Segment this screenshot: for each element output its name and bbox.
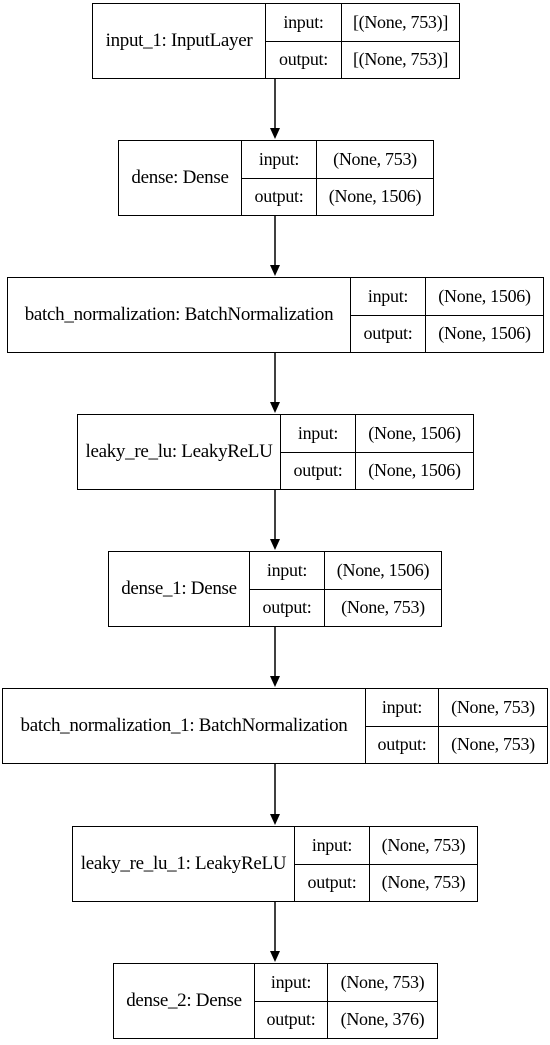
input-label: input:: [311, 834, 353, 855]
input-shape: (None, 1506): [368, 422, 461, 443]
output-shape: (None, 753): [370, 863, 477, 902]
output-shape: (None, 376): [328, 1000, 437, 1039]
output-label: output:: [351, 314, 425, 353]
output-shape: (None, 1506): [426, 314, 543, 353]
node-name: batch_normalization_1: BatchNormalizatio…: [3, 689, 366, 763]
node-batch_normalization_1: batch_normalization_1: BatchNormalizatio…: [2, 688, 548, 764]
input-label: input:: [266, 559, 308, 580]
input-label: input:: [381, 696, 423, 717]
output-label: output:: [366, 725, 438, 764]
node-dense_2: dense_2: Dense input: output: (None, 753…: [113, 963, 438, 1039]
output-label: output:: [266, 40, 341, 79]
node-name: input_1: InputLayer: [93, 4, 266, 78]
node-name: leaky_re_lu_1: LeakyReLU: [73, 827, 295, 901]
input-shape: (None, 753): [340, 971, 425, 992]
edge-arrowhead-batch_normalization-to-leaky_re_lu: [270, 402, 280, 413]
output-shape: [(None, 753)]: [342, 40, 459, 79]
input-shape: (None, 753): [333, 148, 417, 169]
edge-arrowhead-input_1-to-dense: [270, 128, 280, 139]
input-shape: (None, 1506): [336, 559, 430, 580]
input-label: input:: [297, 422, 339, 443]
node-name: batch_normalization: BatchNormalization: [8, 278, 351, 352]
edge-arrowhead-leaky_re_lu-to-dense_1: [270, 539, 280, 550]
node-dense_1: dense_1: Dense input: output: (None, 150…: [108, 551, 442, 627]
node-input_1: input_1: InputLayer input: output: [(Non…: [92, 3, 460, 79]
input-shape: [(None, 753)]: [352, 11, 449, 32]
node-name: dense: Dense: [119, 141, 242, 215]
input-label: input:: [367, 285, 409, 306]
input-shape: (None, 753): [381, 834, 466, 855]
edge-arrowhead-leaky_re_lu_1-to-dense_2: [270, 951, 280, 962]
input-label: input:: [258, 148, 300, 169]
input-shape: (None, 1506): [438, 285, 531, 306]
node-leaky_re_lu: leaky_re_lu: LeakyReLU input: output: (N…: [77, 414, 474, 490]
output-shape: (None, 753): [325, 588, 441, 627]
edge-arrowhead-batch_normalization_1-to-leaky_re_lu_1: [270, 814, 280, 825]
output-label: output:: [250, 588, 324, 627]
node-dense: dense: Dense input: output: (None, 753) …: [118, 140, 434, 216]
output-label: output:: [242, 177, 316, 216]
output-label: output:: [281, 451, 355, 490]
node-name: dense_2: Dense: [114, 964, 255, 1038]
input-shape: (None, 753): [451, 696, 535, 717]
node-name: dense_1: Dense: [109, 552, 250, 626]
edge-arrowhead-dense-to-batch_normalization: [270, 265, 280, 276]
output-shape: (None, 753): [439, 725, 547, 764]
node-name: leaky_re_lu: LeakyReLU: [78, 415, 281, 489]
output-label: output:: [255, 1000, 327, 1039]
output-label: output:: [295, 863, 369, 902]
node-leaky_re_lu_1: leaky_re_lu_1: LeakyReLU input: output: …: [72, 826, 478, 902]
node-batch_normalization: batch_normalization: BatchNormalization …: [7, 277, 544, 353]
input-label: input:: [270, 971, 312, 992]
edge-arrowhead-dense_1-to-batch_normalization_1: [270, 676, 280, 687]
input-label: input:: [283, 11, 324, 32]
output-shape: (None, 1506): [317, 177, 433, 216]
output-shape: (None, 1506): [356, 451, 473, 490]
